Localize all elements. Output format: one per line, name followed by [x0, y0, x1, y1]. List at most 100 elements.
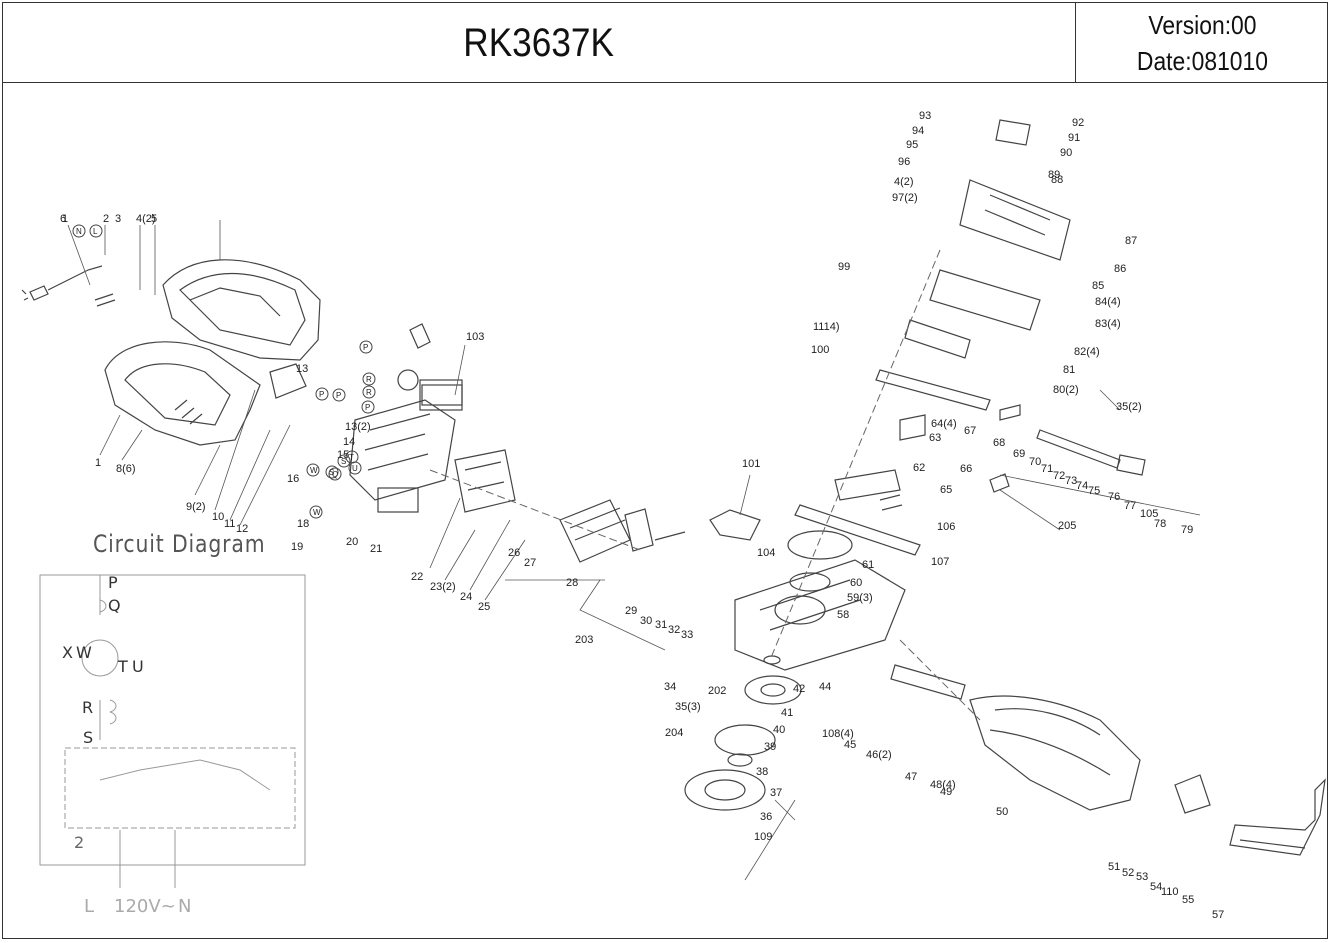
- callout-number: 68: [993, 437, 1005, 449]
- callout-number: 94: [912, 125, 924, 137]
- callout-number: 76: [1108, 491, 1120, 503]
- callout-number: 6: [60, 213, 66, 225]
- callout-number: 83(4): [1095, 318, 1121, 330]
- callout-number: 35(2): [1116, 401, 1142, 413]
- callout-number: 48(4): [930, 779, 956, 791]
- callout-number: 47: [905, 771, 917, 783]
- callout-number: 39: [764, 741, 776, 753]
- circle-mark-letter: P: [365, 403, 370, 412]
- callout-number: 50: [996, 806, 1008, 818]
- brush-clip: [709, 509, 761, 541]
- callout-number: 42: [793, 683, 805, 695]
- callout-number: 11: [224, 518, 235, 530]
- circuit-terminal-label: L: [84, 896, 94, 917]
- circuit-terminal-label: Q: [108, 596, 121, 615]
- circuit-terminal-label: W: [76, 643, 92, 662]
- callout-number: 49: [940, 786, 952, 798]
- callout-number: 75: [1088, 485, 1100, 497]
- version-label: Version:00: [1148, 10, 1257, 40]
- callout-number: 46(2): [866, 749, 892, 761]
- callout-number: 89: [1048, 169, 1060, 181]
- callout-number: 106: [937, 521, 955, 533]
- callout-number: 65: [940, 484, 952, 496]
- circle-mark-letter: W: [310, 466, 318, 475]
- callout-number: 25: [478, 601, 490, 613]
- circle-mark-letter: W: [313, 508, 321, 517]
- callout-number: 77: [1124, 500, 1136, 512]
- callout-number: 22: [411, 571, 423, 583]
- callout-number: 16: [287, 473, 299, 485]
- assembly-axes: [429, 249, 981, 721]
- callout-number: 62: [913, 462, 925, 474]
- callout-number: 203: [575, 634, 593, 646]
- date-label: Date:081010: [1136, 46, 1269, 76]
- label-plate: [421, 384, 463, 406]
- callout-number: 96: [898, 156, 910, 168]
- callout-number: 13: [296, 363, 308, 375]
- model-title: RK3637K: [3, 3, 1076, 83]
- callout-number: 93: [919, 110, 931, 122]
- circle-mark-ring: [89, 224, 103, 238]
- callout-number: 40: [773, 724, 785, 736]
- callout-number: 9(2): [186, 501, 206, 513]
- callout-number: 202: [708, 685, 726, 697]
- shoe: [1174, 774, 1326, 856]
- callout-number: 4(2): [136, 213, 156, 225]
- callout-number: 20: [346, 536, 358, 548]
- callout-number: 204: [665, 727, 683, 739]
- callout-number: 69: [1013, 448, 1025, 460]
- circuit-diagram-title: Circuit Diagram: [93, 530, 266, 558]
- callout-number: 35(3): [675, 701, 701, 713]
- callout-number: 4(2): [894, 176, 914, 188]
- callout-number: 24: [460, 591, 472, 603]
- circuit-terminal-label: R: [82, 698, 93, 717]
- callout-number: 2: [103, 213, 109, 225]
- callout-number: 57: [1212, 909, 1224, 921]
- callout-number: 85: [1092, 280, 1104, 292]
- circle-mark-letter: U: [352, 464, 358, 473]
- circle-mark-letter: L: [93, 227, 98, 236]
- callout-number: 103: [466, 331, 484, 343]
- stator: [454, 449, 516, 513]
- circle-mark-ring: [348, 461, 362, 475]
- circuit-terminal-label: 2: [74, 833, 84, 852]
- title-block: RK3637K Version:00 Date:081010: [3, 3, 1327, 83]
- blade-holder: [989, 404, 1146, 493]
- circuit-terminal-label: X: [62, 643, 73, 662]
- callout-number: 104: [757, 547, 775, 559]
- circuit-terminal-label: N: [178, 896, 191, 917]
- callout-number: 3: [115, 213, 121, 225]
- parts-drawings: [21, 119, 1326, 856]
- callout-number: 63: [929, 432, 941, 444]
- circle-mark-ring: [306, 463, 320, 477]
- callout-number: 66: [960, 463, 972, 475]
- callout-number: 86: [1114, 263, 1126, 275]
- circle-mark-ring: [362, 385, 376, 399]
- circle-mark-letter: P: [319, 390, 324, 399]
- callout-number: 18: [297, 518, 309, 530]
- callout-number: 26: [508, 547, 520, 559]
- callout-number: 23(2): [430, 581, 456, 593]
- callout-number: 100: [811, 344, 829, 356]
- leader-lines: [67, 220, 1201, 881]
- callout-number: 55: [1182, 894, 1194, 906]
- circle-mark-ring: [325, 465, 339, 479]
- circle-mark-ring: [337, 454, 351, 468]
- callout-number: 92: [1072, 117, 1084, 129]
- callout-number: 28: [566, 577, 578, 589]
- callout-number: 107: [931, 556, 949, 568]
- callout-number: 21: [370, 543, 382, 555]
- callout-number: 36: [760, 811, 772, 823]
- circle-mark-letter: S: [341, 457, 346, 466]
- callout-number: 101: [742, 458, 760, 470]
- callout-number: 51: [1108, 861, 1120, 873]
- callout-number: 29: [625, 605, 637, 617]
- callout-number: 1: [95, 457, 101, 469]
- gearbox: [734, 530, 906, 671]
- callout-number: 74: [1076, 480, 1088, 492]
- callout-number: 84(4): [1095, 296, 1121, 308]
- callout-number: 61: [862, 559, 874, 571]
- upper-housing: [162, 259, 321, 361]
